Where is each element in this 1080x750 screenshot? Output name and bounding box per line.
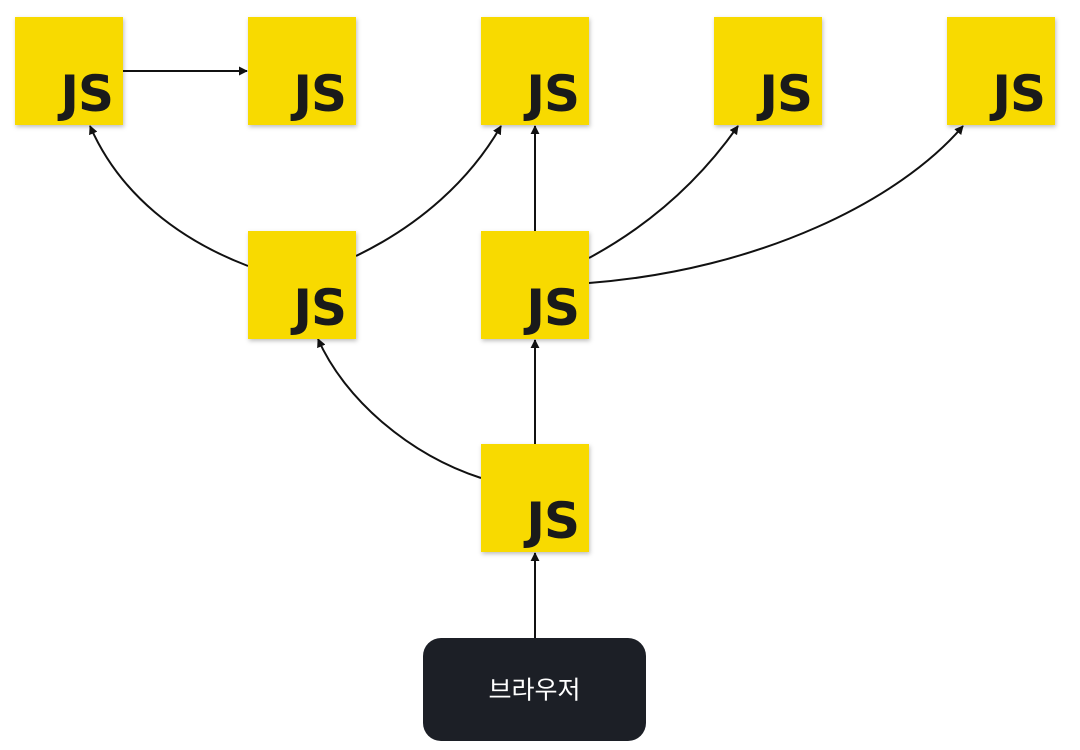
nodes-layer: JS JS JS JS JS JS JS JS 브라우저: [15, 17, 1055, 741]
js-module-m3: JS: [481, 17, 589, 125]
js-module-label: JS: [523, 279, 579, 337]
arrow-m6-to-m1: [89, 125, 249, 267]
js-module-label: JS: [756, 65, 812, 123]
js-module-box: [248, 231, 356, 339]
js-module-box: [714, 17, 822, 125]
browser-label: 브라우저: [488, 676, 580, 705]
js-module-label: JS: [57, 65, 113, 123]
js-module-m6: JS: [248, 231, 356, 339]
js-module-m8: JS: [481, 444, 589, 552]
js-module-box: [947, 17, 1055, 125]
js-module-box: [15, 17, 123, 125]
js-module-label: JS: [523, 492, 579, 550]
browser-box: [423, 638, 646, 741]
js-module-label: JS: [290, 279, 346, 337]
js-module-m1: JS: [15, 17, 123, 125]
js-module-m7: JS: [481, 231, 589, 339]
js-module-label: JS: [523, 65, 579, 123]
js-module-box: [481, 17, 589, 125]
js-module-label: JS: [290, 65, 346, 123]
edges-layer: [89, 66, 964, 638]
js-module-m5: JS: [947, 17, 1055, 125]
arrow-m8-to-m6: [317, 338, 482, 479]
js-module-m2: JS: [248, 17, 356, 125]
arrow-m6-to-m3: [355, 125, 502, 257]
js-module-m4: JS: [714, 17, 822, 125]
js-module-label: JS: [989, 65, 1045, 123]
browser-node: 브라우저: [423, 638, 646, 741]
js-module-box: [248, 17, 356, 125]
js-module-box: [481, 231, 589, 339]
arrow-m7-to-m5: [588, 125, 964, 284]
arrow-m7-to-m4: [588, 125, 739, 259]
js-module-box: [481, 444, 589, 552]
